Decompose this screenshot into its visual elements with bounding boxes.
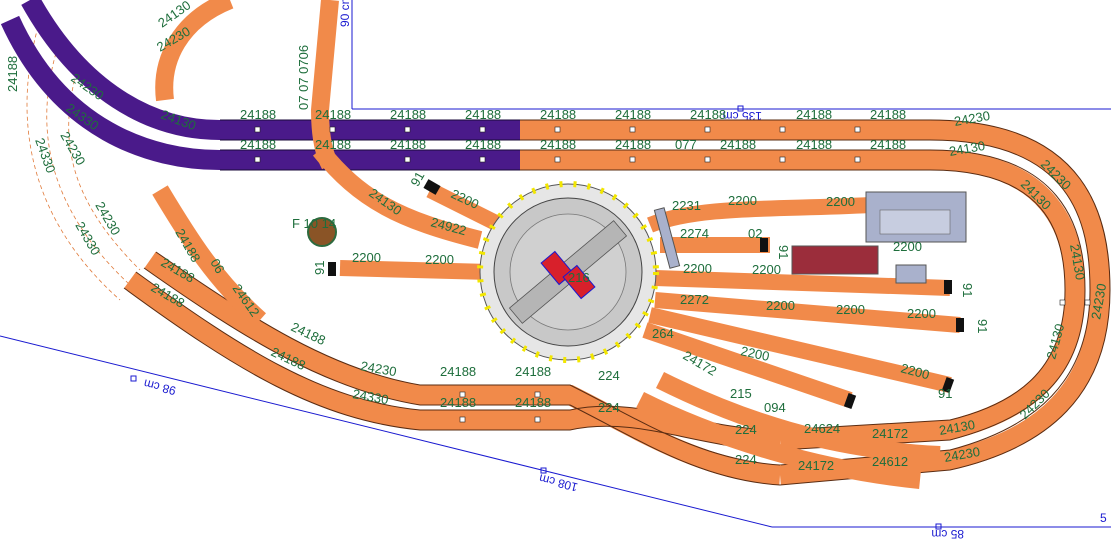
label-misc-12: 24172 bbox=[798, 458, 834, 473]
main-loop bbox=[123, 119, 1111, 489]
label-second-5: 24188 bbox=[540, 137, 576, 152]
left-branches bbox=[152, 0, 483, 327]
label-curve-l5: 24330 bbox=[32, 136, 58, 175]
label-curve-l4: 24230 bbox=[57, 129, 88, 168]
baseboard-outline bbox=[0, 0, 1111, 530]
turntable-code: 216 bbox=[568, 270, 590, 285]
label-curve-r9: 24130 bbox=[938, 417, 976, 438]
label-top-8: 24188 bbox=[796, 107, 832, 122]
label-misc-4: 2272 bbox=[680, 292, 709, 307]
label-misc-10: 24172 bbox=[872, 426, 908, 441]
label-misc-3: 02 bbox=[748, 226, 762, 241]
label-misc-1: 2231 bbox=[672, 198, 701, 213]
label-top-6: 24188 bbox=[615, 107, 651, 122]
label-lower-curve-6: 224 bbox=[735, 452, 757, 467]
label-top-2: 24188 bbox=[315, 107, 351, 122]
label-yard-10: 2200 bbox=[836, 302, 865, 317]
label-curve-l7: 24330 bbox=[72, 219, 103, 258]
label-top-5: 24188 bbox=[540, 107, 576, 122]
connector-markers bbox=[254, 126, 1091, 423]
label-lower-1: 24188 bbox=[440, 364, 476, 379]
label-misc-21: 91 bbox=[975, 319, 990, 333]
label-misc-11: 24612 bbox=[872, 454, 908, 469]
label-second-9: 24188 bbox=[796, 137, 832, 152]
label-yard-11: 2200 bbox=[907, 306, 936, 321]
label-misc-22: 91 bbox=[938, 386, 952, 401]
label-second-2: 24188 bbox=[315, 137, 351, 152]
label-curve-r6: 24230 bbox=[1088, 282, 1109, 320]
label-curve-r5: 24130 bbox=[1067, 243, 1088, 281]
label-misc-17: 91 bbox=[312, 261, 327, 275]
label-lower-3: 24188 bbox=[440, 395, 476, 410]
label-vert-4: 24188 bbox=[5, 56, 20, 92]
dim-bottom-right: 85 cm bbox=[931, 527, 964, 541]
label-yard-5: 2200 bbox=[826, 194, 855, 209]
label-curve-r2: 24130 bbox=[948, 138, 986, 159]
label-misc-13: 215 bbox=[730, 386, 752, 401]
loco-shed bbox=[865, 191, 967, 243]
label-curve-r10: 24230 bbox=[943, 444, 981, 465]
label-second-8: 24188 bbox=[720, 137, 756, 152]
label-second-1: 24188 bbox=[240, 137, 276, 152]
label-second-10: 24188 bbox=[870, 137, 906, 152]
label-yard-9: 2200 bbox=[766, 298, 795, 313]
buffer-stops bbox=[328, 179, 964, 409]
label-top-4: 24188 bbox=[465, 107, 501, 122]
label-yard-8: 2200 bbox=[893, 239, 922, 254]
label-yard-13: 2200 bbox=[899, 360, 931, 382]
label-curve-r1: 24230 bbox=[953, 108, 991, 129]
label-misc-20: 91 bbox=[960, 283, 975, 297]
dim-right-edge: 5 bbox=[1100, 511, 1107, 525]
label-second-3: 24188 bbox=[390, 137, 426, 152]
label-misc-14: 094 bbox=[764, 400, 786, 415]
label-yard-1: 2200 bbox=[352, 250, 381, 265]
label-lower-4: 24188 bbox=[515, 395, 551, 410]
label-lower-curve-5: 224 bbox=[735, 422, 757, 437]
hidden-tracks bbox=[0, 0, 520, 171]
label-yard-6: 2200 bbox=[683, 261, 712, 276]
label-yard-2: 2200 bbox=[425, 252, 454, 267]
feature-code: F 10 14 bbox=[292, 216, 336, 231]
label-second-4: 24188 bbox=[465, 137, 501, 152]
signal-mast bbox=[653, 207, 681, 269]
label-misc-2: 2274 bbox=[680, 226, 709, 241]
label-top-7: 24188 bbox=[690, 107, 726, 122]
small-building bbox=[895, 264, 927, 284]
label-lower-curve-4: 224 bbox=[598, 400, 620, 415]
label-yard-4: 2200 bbox=[728, 193, 757, 208]
dim-top-left-vertical: 90 cm bbox=[338, 0, 352, 27]
goods-shed bbox=[791, 245, 879, 275]
label-misc-19: 91 bbox=[776, 245, 791, 259]
yard-tracks bbox=[339, 182, 961, 408]
water-tower bbox=[307, 217, 337, 247]
label-yard-7: 2200 bbox=[752, 262, 781, 277]
label-lower-curve-2: 24330 bbox=[351, 386, 389, 407]
label-lower-curve-1: 24230 bbox=[359, 358, 397, 379]
label-misc-15: 264 bbox=[652, 326, 674, 341]
label-top-1: 24188 bbox=[240, 107, 276, 122]
label-second-7: 077 bbox=[675, 137, 697, 152]
label-top-9: 24188 bbox=[870, 107, 906, 122]
label-vert-2: 07 07 0706 bbox=[296, 45, 311, 110]
turntable: 216 bbox=[477, 181, 659, 363]
label-yard-12: 2200 bbox=[739, 343, 770, 364]
label-misc-16: 06 bbox=[207, 256, 227, 276]
label-lower-curve-3: 224 bbox=[598, 368, 620, 383]
label-misc-9: 24624 bbox=[804, 421, 840, 436]
label-second-6: 24188 bbox=[615, 137, 651, 152]
label-top-3: 24188 bbox=[390, 107, 426, 122]
dim-bottom-diagonal: 108 cm bbox=[538, 471, 580, 494]
label-misc-18: 91 bbox=[407, 169, 427, 189]
label-lower-2: 24188 bbox=[515, 364, 551, 379]
dim-left-diagonal: 98 cm bbox=[142, 376, 177, 397]
label-curve-l6: 24230 bbox=[92, 199, 123, 238]
